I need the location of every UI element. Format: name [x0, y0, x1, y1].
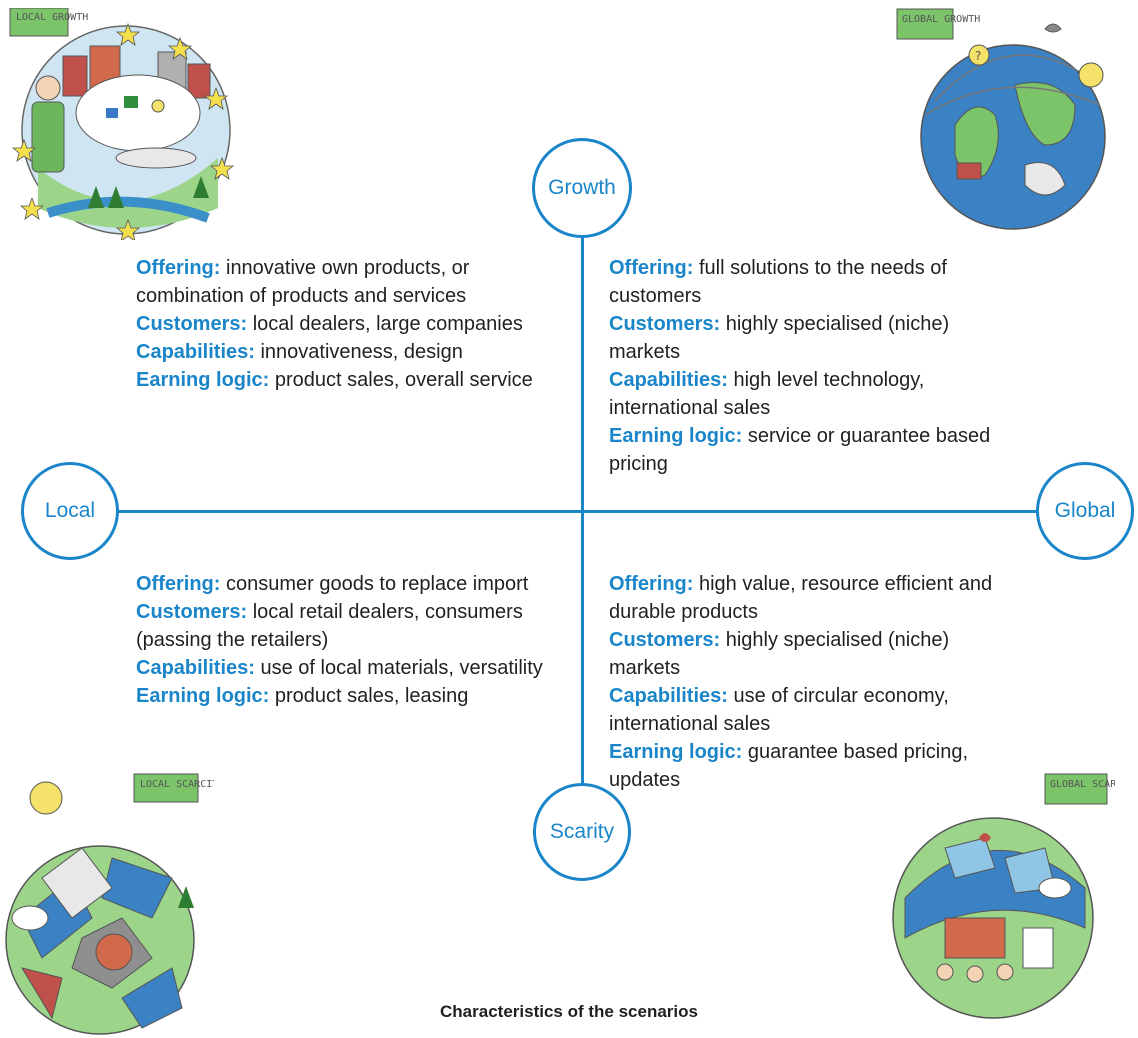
quadrant-global-growth: Offering: full solutions to the needs of… [609, 254, 1019, 478]
customers-text: local retail dealers, consumers (passing… [136, 601, 523, 651]
capabilities-label: Capabilities: [609, 369, 728, 391]
capabilities-label: Capabilities: [609, 685, 728, 707]
earning-row: Earning logic: guarantee based pricing, … [609, 738, 1019, 794]
global-circle: Global [1036, 462, 1134, 560]
customers-label: Customers: [136, 601, 248, 623]
customers-label: Customers: [609, 629, 721, 651]
scarity-circle: Scarity [533, 783, 631, 881]
customers-text: highly specialised (niche) markets [609, 313, 950, 363]
local-scarcity-sign: LOCAL SCARCITY [140, 779, 214, 790]
earning-label: Earning logic: [609, 425, 743, 447]
customers-row: Customers: highly specialised (niche) ma… [609, 626, 1019, 682]
earning-row: Earning logic: product sales, overall se… [136, 366, 546, 394]
earning-label: Earning logic: [136, 369, 270, 391]
capabilities-row: Capabilities: use of local materials, ve… [136, 654, 546, 682]
global-growth-illustration: ? GLOBAL GROWTH [896, 8, 1106, 230]
capabilities-text: use of local materials, versatility [254, 657, 543, 679]
local-circle: Local [21, 462, 119, 560]
offering-row: Offering: innovative own products, or co… [136, 254, 546, 310]
capabilities-text: innovativeness, design [254, 341, 463, 363]
customers-text: local dealers, large companies [247, 313, 523, 335]
customers-label: Customers: [609, 313, 721, 335]
earning-text: guarantee based pricing, updates [609, 741, 969, 791]
svg-text:?: ? [975, 49, 981, 63]
offering-text: consumer goods to replace import [220, 573, 529, 595]
customers-label: Customers: [136, 313, 248, 335]
offering-label: Offering: [609, 257, 694, 279]
local-scarcity-illustration: LOCAL SCARCITY [5, 773, 214, 1035]
customers-row: Customers: local dealers, large companie… [136, 310, 546, 338]
offering-text: full solutions to the needs of customers [609, 257, 947, 307]
scarity-label: Scarity [549, 820, 615, 843]
growth-label: Growth [548, 176, 616, 199]
offering-label: Offering: [609, 573, 694, 595]
earning-text: service or guarantee based pricing [609, 425, 991, 475]
capabilities-text: use of circular economy, international s… [609, 685, 949, 735]
capabilities-label: Capabilities: [136, 341, 255, 363]
local-growth-illustration: LOCAL GROWTH [9, 8, 235, 240]
global-label: Global [1054, 499, 1116, 522]
offering-row: Offering: consumer goods to replace impo… [136, 570, 546, 598]
growth-circle: Growth [532, 138, 632, 238]
offering-label: Offering: [136, 257, 221, 279]
horizontal-axis-line [116, 510, 1039, 513]
earning-label: Earning logic: [609, 741, 743, 763]
capabilities-text: high level technology, international sal… [609, 369, 925, 419]
local-growth-sign: LOCAL GROWTH [16, 12, 88, 23]
earning-row: Earning logic: service or guarantee base… [609, 422, 1019, 478]
global-scarcity-sign: GLOBAL SCARCITY [1050, 779, 1115, 790]
offering-row: Offering: full solutions to the needs of… [609, 254, 1019, 310]
global-scarcity-illustration: GLOBAL SCARCITY [892, 773, 1115, 1019]
offering-text: innovative own products, or combination … [136, 257, 470, 307]
offering-text: high value, resource efficient and durab… [609, 573, 993, 623]
earning-label: Earning logic: [136, 685, 270, 707]
quadrant-global-scarcity: Offering: high value, resource efficient… [609, 570, 1019, 794]
capabilities-label: Capabilities: [136, 657, 255, 679]
vertical-axis-line [581, 200, 584, 872]
customers-row: Customers: highly specialised (niche) ma… [609, 310, 1019, 366]
quadrant-local-growth: Offering: innovative own products, or co… [136, 254, 546, 394]
quadrant-local-scarcity: Offering: consumer goods to replace impo… [136, 570, 546, 710]
earning-text: product sales, overall service [269, 369, 533, 391]
capabilities-row: Capabilities: high level technology, int… [609, 366, 1019, 422]
local-label: Local [44, 499, 96, 522]
earning-text: product sales, leasing [269, 685, 469, 707]
offering-label: Offering: [136, 573, 221, 595]
capabilities-row: Capabilities: innovativeness, design [136, 338, 546, 366]
figure-caption: Characteristics of the scenarios [440, 1002, 698, 1021]
customers-text: highly specialised (niche) markets [609, 629, 950, 679]
capabilities-row: Capabilities: use of circular economy, i… [609, 682, 1019, 738]
earning-row: Earning logic: product sales, leasing [136, 682, 546, 710]
customers-row: Customers: local retail dealers, consume… [136, 598, 546, 654]
global-growth-sign: GLOBAL GROWTH [902, 14, 980, 25]
offering-row: Offering: high value, resource efficient… [609, 570, 1019, 626]
